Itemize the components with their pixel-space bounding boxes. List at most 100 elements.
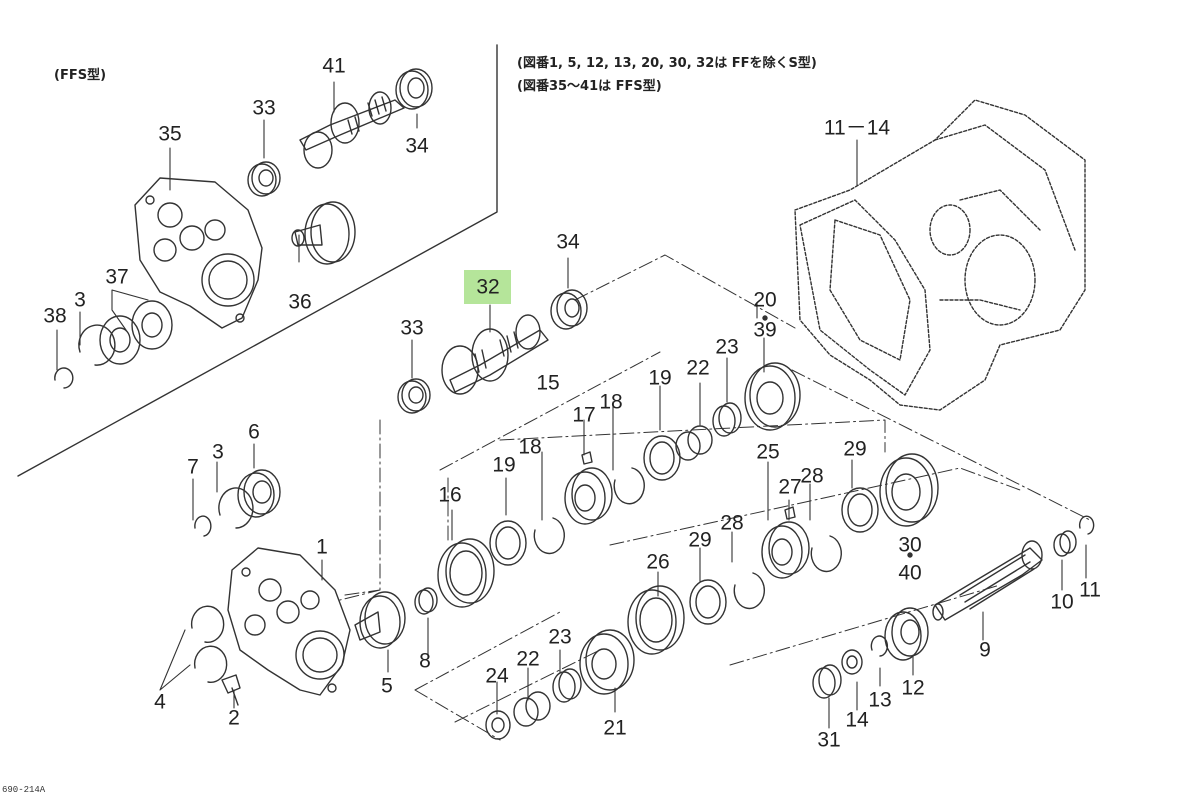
callout-41[interactable]: 41 [322,54,346,78]
callout-20[interactable]: 20 [753,288,777,312]
spring-18a [613,467,645,505]
collar-22a [675,425,713,461]
callout-14[interactable]: 14 [845,708,869,732]
callout-32[interactable]: 32 [476,275,500,299]
callout-3-top[interactable]: 3 [74,288,86,312]
callout-11[interactable]: 11 [1079,578,1101,602]
washer-14 [841,649,863,675]
gear-39 [744,362,801,431]
counter-shaft-32 [441,314,549,395]
snap-ring-3-top [78,324,116,366]
callout-8[interactable]: 8 [419,649,431,673]
callout-24[interactable]: 24 [485,664,509,688]
callout-34-top[interactable]: 34 [405,134,429,158]
callout-30[interactable]: 30 [898,533,922,557]
callout-38[interactable]: 38 [43,304,67,328]
spring-28a [810,535,842,573]
callout-6[interactable]: 6 [248,420,260,444]
gear-16 [437,538,495,608]
gear-36 [291,201,356,265]
shaft-41 [299,91,405,169]
highlight-part-32 [464,270,511,304]
callout-25[interactable]: 25 [756,440,780,464]
callout-17[interactable]: 17 [572,403,596,427]
ring-19b [489,520,527,566]
callout-31[interactable]: 31 [817,728,841,752]
callout-10[interactable]: 10 [1050,590,1074,614]
ring-19a [643,435,681,481]
bearing-33-top [247,161,281,197]
assembly-bracket-lines [339,254,1091,741]
sleeve-15 [564,467,613,525]
bearing-33 [397,378,431,414]
transmission-case [794,99,1086,411]
clip-7 [194,515,212,537]
bearing-34-top [395,68,433,110]
snap-rings-4 [190,605,228,683]
callout-9[interactable]: 9 [979,638,991,662]
callout-18[interactable]: 18 [518,435,542,459]
callout-26[interactable]: 26 [646,550,670,574]
callout-19[interactable]: 19 [492,453,516,477]
spring-28b [733,572,765,610]
callout-12[interactable]: 12 [901,676,925,700]
bearing-12 [884,607,929,661]
bearing-37 [99,300,173,365]
callout-5[interactable]: 5 [381,674,393,698]
callout-23-upper[interactable]: 23 [715,335,739,359]
callout-2[interactable]: 2 [228,706,240,730]
callout-28-upper[interactable]: 28 [800,464,824,488]
bearing-34 [550,289,588,330]
callout-7[interactable]: 7 [187,455,199,479]
callout-27[interactable]: 27 [778,475,802,499]
callout-28[interactable]: 28 [720,511,744,535]
callout-40[interactable]: 40 [898,561,922,585]
callout-19-upper[interactable]: 19 [648,366,672,390]
divider-line [17,44,498,477]
input-gear-5 [354,591,406,649]
callout-23[interactable]: 23 [548,625,572,649]
gear-26 [627,585,685,655]
callout-3[interactable]: 3 [212,440,224,464]
note-line-2: (図番35～41は FFS型) [517,79,662,94]
mainshaft-9 [932,540,1043,621]
callout-11-14[interactable]: 11－14 [823,116,891,140]
callout-15[interactable]: 15 [536,371,560,395]
bolt-2 [221,674,241,706]
note-line-1: (図番1, 5, 12, 13, 20, 30, 32は FFを除くS型) [517,56,817,71]
callout-22-upper[interactable]: 22 [686,356,710,380]
clip-11 [1078,515,1095,535]
leader-lines [56,81,1087,729]
ring-29b [689,579,727,625]
key-17 [581,451,593,465]
callout-16[interactable]: 16 [438,483,462,507]
callout-13[interactable]: 13 [868,688,892,712]
callout-22[interactable]: 22 [516,647,540,671]
needle-bearing-23b [552,668,582,703]
needle-bearing-10 [1053,530,1077,557]
gear-21 [579,629,635,695]
ffs-type-label: (FFS型) [54,68,107,83]
snap-ring-3b [218,487,254,529]
callout-39[interactable]: 39 [753,318,777,342]
callout-33[interactable]: 33 [400,316,424,340]
callout-1[interactable]: 1 [316,535,328,559]
callout-21[interactable]: 21 [603,716,627,740]
snap-ring-13 [870,635,889,657]
callout-37[interactable]: 37 [105,265,129,289]
bearing-6 [237,469,281,518]
callout-4[interactable]: 4 [154,690,166,714]
callout-34[interactable]: 34 [556,230,580,254]
callout-18-upper[interactable]: 18 [599,390,623,414]
ring-29a [841,487,879,533]
callout-29-upper[interactable]: 29 [843,437,867,461]
callout-35[interactable]: 35 [158,122,182,146]
callout-36[interactable]: 36 [288,290,312,314]
collar-22b [513,691,551,727]
callout-29[interactable]: 29 [688,528,712,552]
callout-33-top[interactable]: 33 [252,96,276,120]
key-27 [784,506,796,520]
document-code: 690-214A [2,785,46,795]
